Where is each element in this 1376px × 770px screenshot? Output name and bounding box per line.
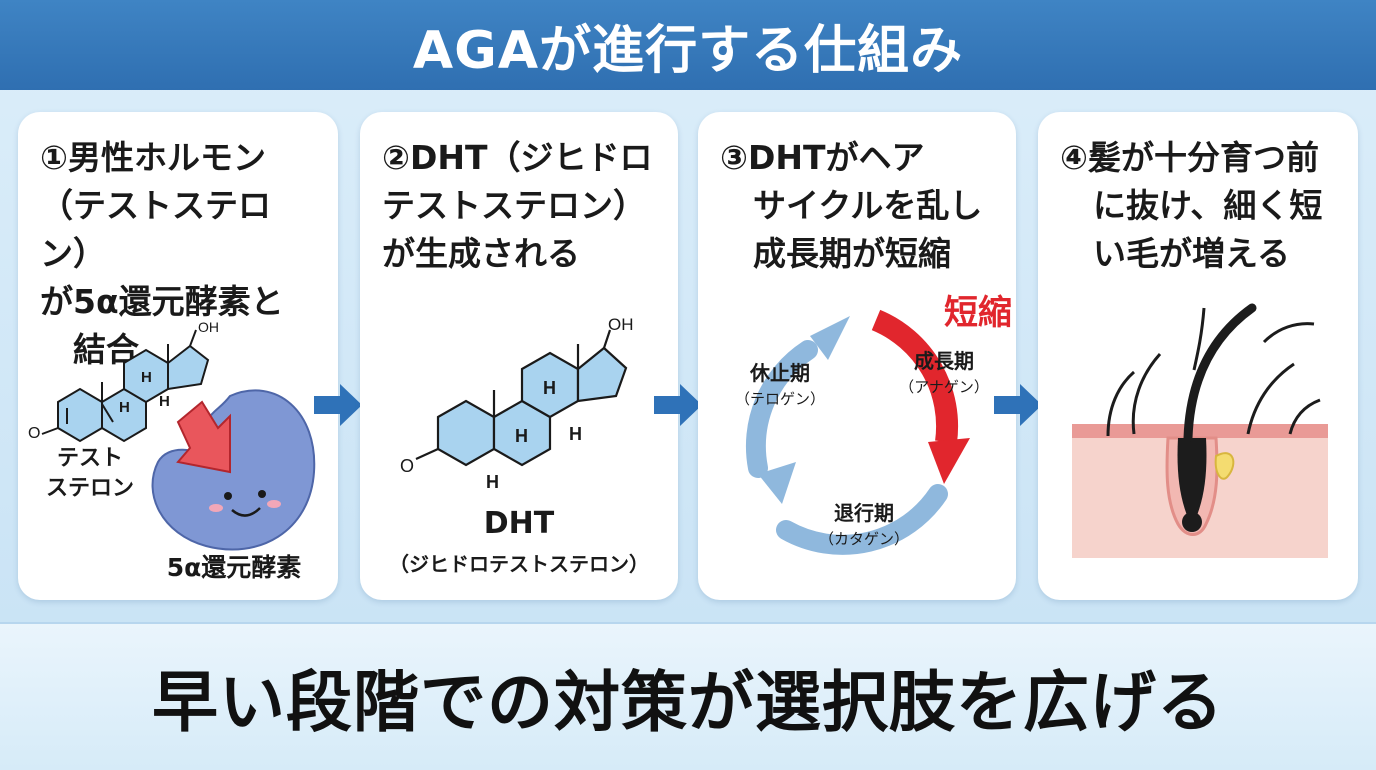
enzyme-label: 5α還元酵素 xyxy=(166,553,302,582)
enzyme-eye-right xyxy=(258,490,266,498)
step-4-title: ④髪が十分育つ前 に抜け、細く短 い毛が増える xyxy=(1060,138,1323,273)
cycle-arrowhead-top xyxy=(810,316,850,360)
dht-diagram: OH O H H H H xyxy=(400,315,634,492)
h-label-4: H xyxy=(486,472,499,492)
step-card-3: ③DHTがヘア サイクルを乱し 成長期が短縮 短縮 成長期 （アナゲン） 退行期… xyxy=(698,112,1016,600)
step-3-title: ③DHTがヘア サイクルを乱し 成長期が短縮 xyxy=(720,138,983,273)
enzyme-smile xyxy=(231,507,261,517)
oh-label: OH xyxy=(608,315,634,334)
step-card-1: ①男性ホルモン （テストステロン） が5α還元酵素と 結合 OH O H H H… xyxy=(18,112,338,600)
phase-growth-reading: （アナゲン） xyxy=(899,378,989,396)
h-label-2: H xyxy=(141,369,152,386)
h-label-2: H xyxy=(543,378,556,398)
main-hair xyxy=(1183,303,1257,443)
cycle-arc-catagen xyxy=(776,484,948,555)
enzyme-shape xyxy=(151,389,316,551)
h-label-1: H xyxy=(119,399,130,416)
shorten-label: 短縮 xyxy=(944,293,1012,333)
h-label-3: H xyxy=(569,424,582,444)
thin-hair-3 xyxy=(1192,307,1206,371)
testosterone-diagram: OH O H H H xyxy=(28,319,316,551)
step-2-title: ②DHT（ジヒドロ テストステロン） が生成される xyxy=(382,138,653,273)
testosterone-molecule xyxy=(41,329,210,443)
cycle-arc-growth-shortened xyxy=(871,309,959,444)
thin-hair-6 xyxy=(1262,322,1315,344)
footer-banner: 早い段階での対策が選択肢を広げる xyxy=(0,622,1376,770)
o-label: O xyxy=(28,425,40,442)
oh-label: OH xyxy=(198,319,219,335)
phase-resting-name: 休止期 xyxy=(749,361,810,385)
thin-hair-2 xyxy=(1106,370,1135,437)
page-title: AGAが進行する仕組み xyxy=(412,20,964,81)
cycle-arc-resting xyxy=(745,340,818,478)
hair-bulb xyxy=(1182,512,1202,532)
binding-arrow-icon xyxy=(176,400,231,474)
enzyme-cheek-left xyxy=(209,504,223,512)
step-card-2: ②DHT（ジヒドロ テストステロン） が生成される OH O H H H H D… xyxy=(360,112,678,600)
skin-surface xyxy=(1072,424,1328,438)
cycle-arrowhead-left xyxy=(758,462,796,504)
phase-growth-name: 成長期 xyxy=(914,349,974,373)
phase-catagen-name: 退行期 xyxy=(834,501,894,525)
sebaceous-gland xyxy=(1214,452,1235,480)
footer-message: 早い段階での対策が選択肢を広げる xyxy=(152,664,1224,741)
dht-subname: （ジヒドロテストステロン） xyxy=(389,552,649,576)
o-label: O xyxy=(400,456,414,476)
step-1-title: ①男性ホルモン （テストステロン） が5α還元酵素と 結合 xyxy=(40,138,284,369)
thin-hair-1 xyxy=(1131,352,1162,435)
h-label-1: H xyxy=(515,426,528,446)
hair-cycle-diagram: 短縮 成長期 （アナゲン） 退行期 （カタゲン） 休止期 （テロゲン） xyxy=(735,293,1012,555)
testosterone-label: テスト ステロン xyxy=(45,446,134,501)
hair-follicle-diagram xyxy=(1072,303,1328,558)
h-label-3: H xyxy=(159,393,170,410)
step-card-4: ④髪が十分育つ前 に抜け、細く短 い毛が増える xyxy=(1038,112,1358,600)
flow-arrow-1 xyxy=(314,384,362,426)
header-banner: AGAが進行する仕組み xyxy=(0,0,1376,90)
enzyme-eye-left xyxy=(224,492,232,500)
phase-catagen-reading: （カタゲン） xyxy=(819,530,909,548)
flow-arrow-2 xyxy=(654,384,702,426)
thin-hair-4 xyxy=(1246,362,1295,435)
shorten-arrowhead xyxy=(928,438,970,484)
dht-name: DHT xyxy=(483,506,555,541)
enzyme-cheek-right xyxy=(267,500,281,508)
phase-resting-reading: （テロゲン） xyxy=(735,390,825,408)
dht-molecule xyxy=(415,329,628,467)
thin-hair-5 xyxy=(1288,398,1321,435)
flow-arrow-3 xyxy=(994,384,1042,426)
hair-root xyxy=(1177,438,1207,526)
